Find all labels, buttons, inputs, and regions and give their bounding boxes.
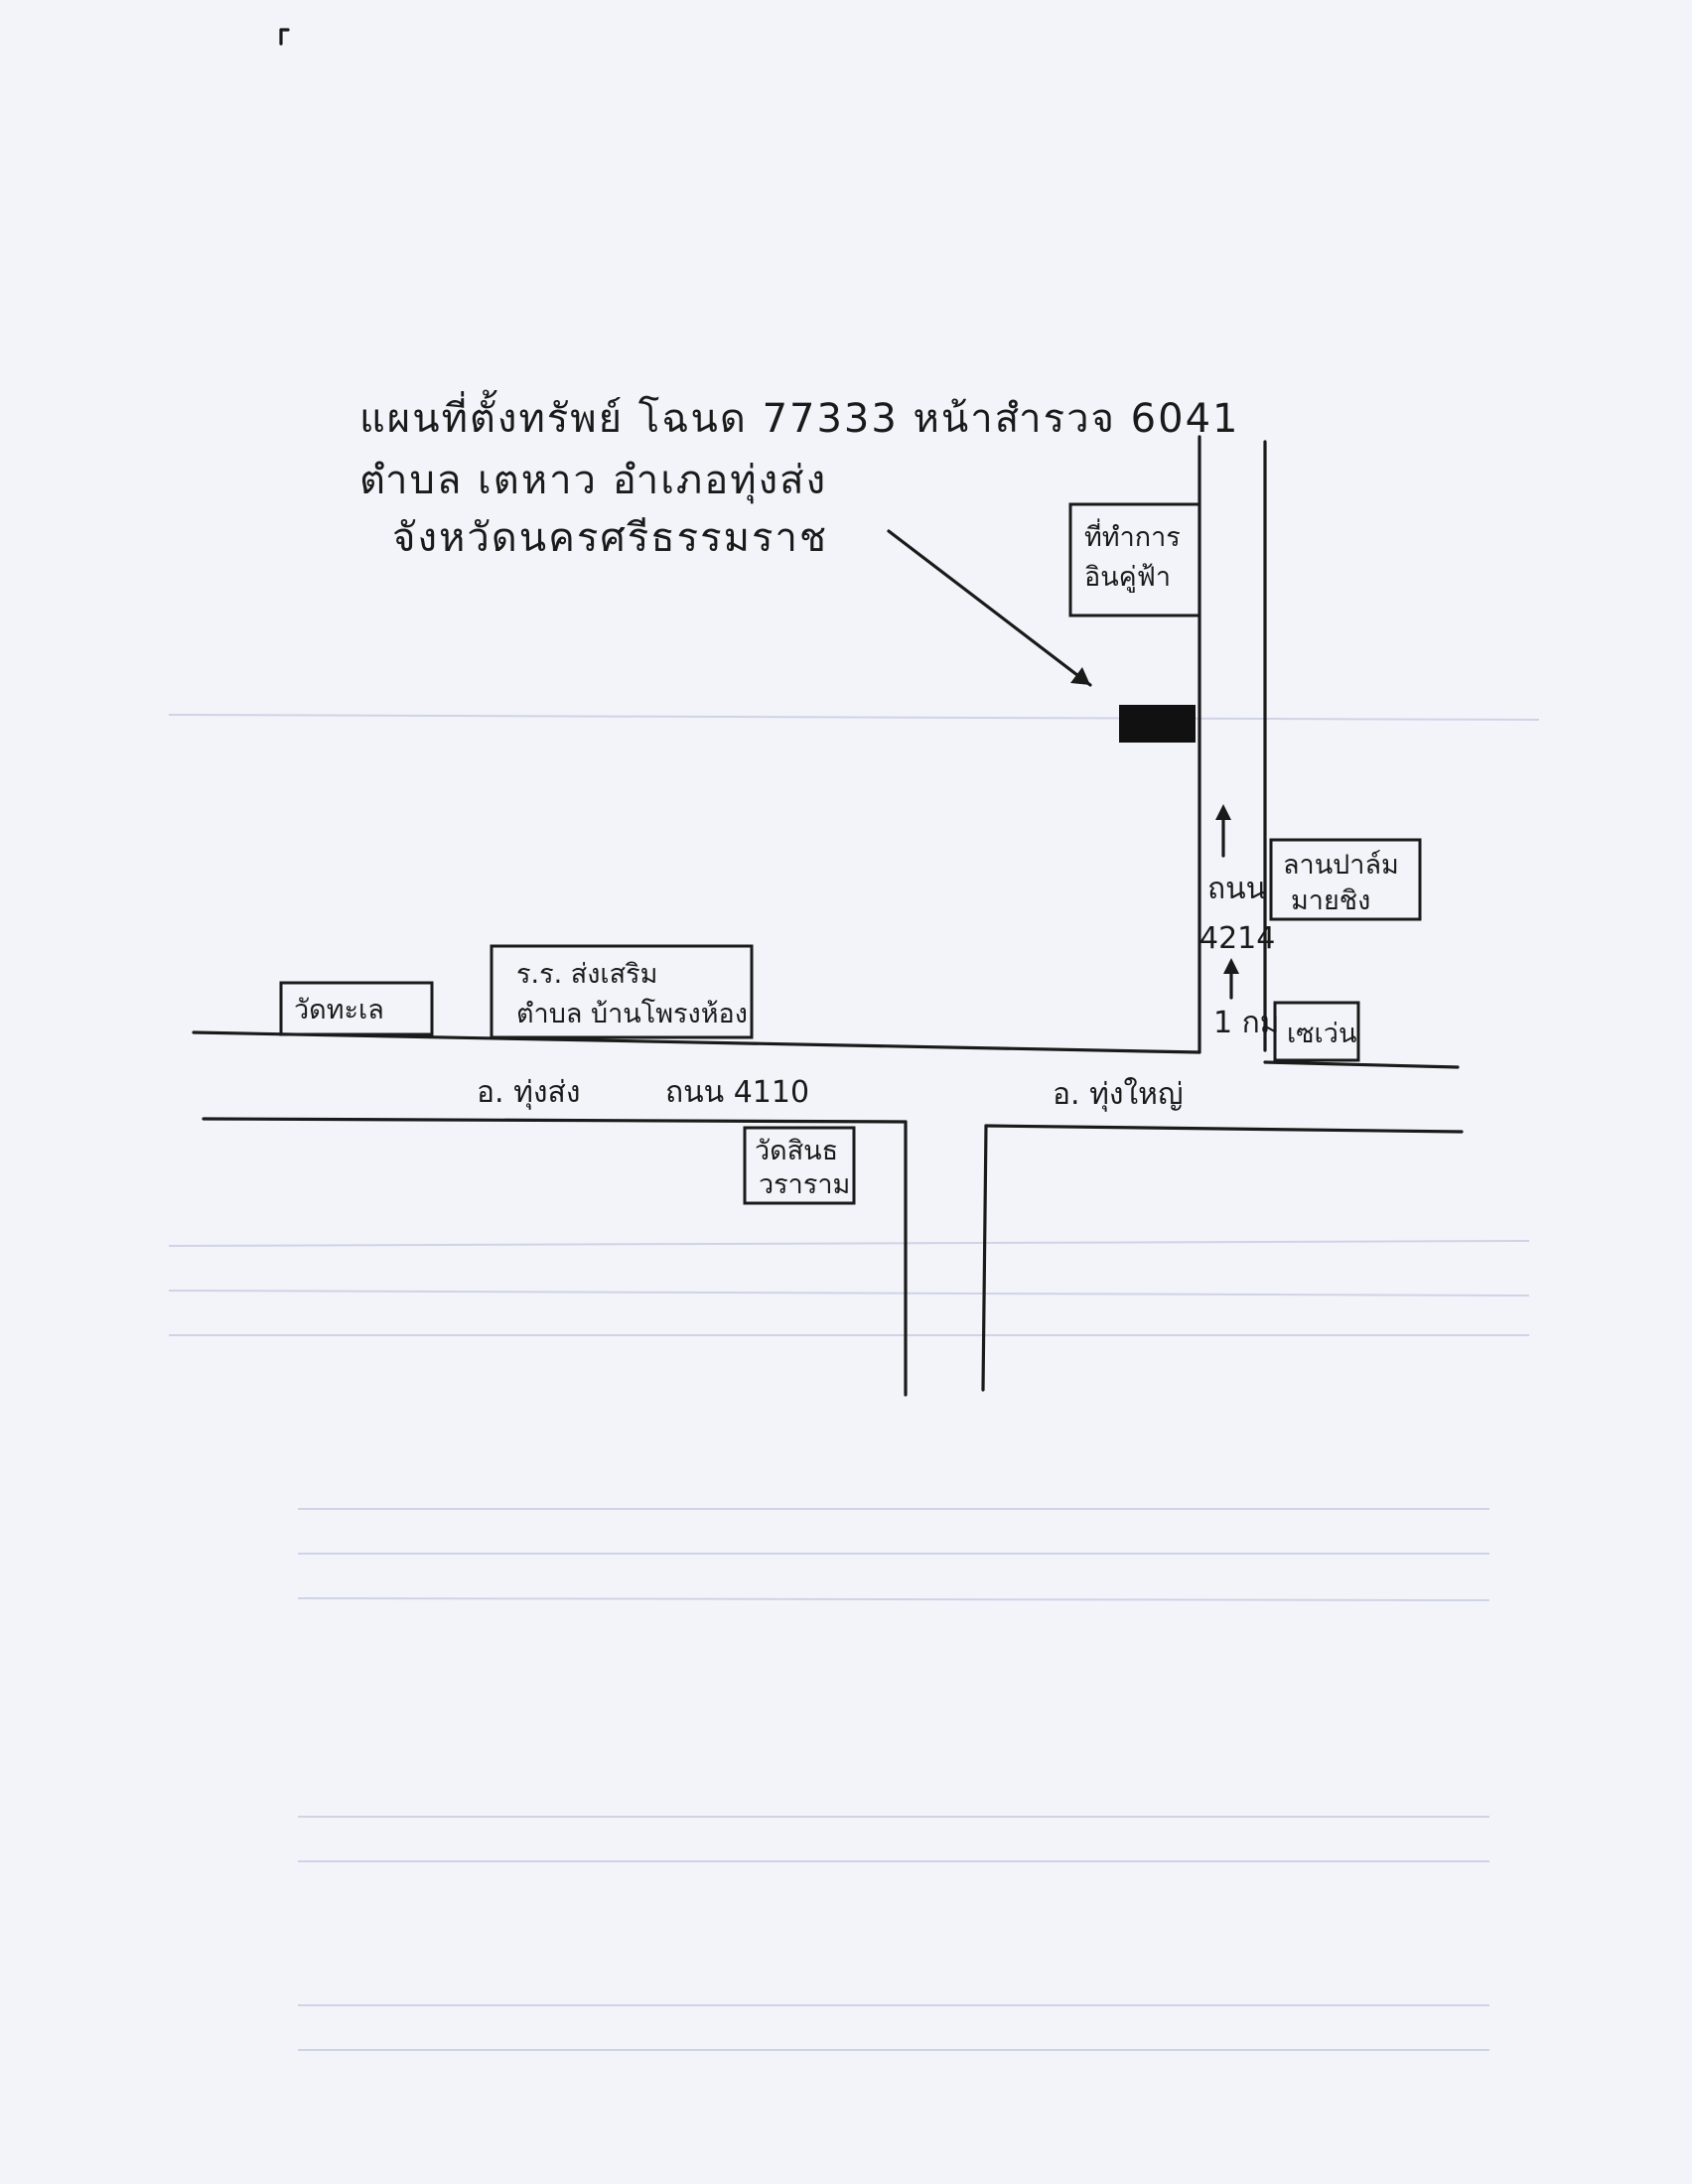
restaurant-label-line2: อินคู่ฟ้า	[1084, 562, 1171, 593]
palm-ground-box	[1269, 838, 1422, 921]
arrow-to-property-icon	[887, 529, 1092, 687]
wat-thale-label: วัดทะเล	[294, 995, 384, 1025]
seven-eleven-label: เซเว่น	[1287, 1019, 1356, 1049]
south-road-east-edge	[981, 1124, 988, 1392]
school-label-line1: ร.ร. ส่งเสริม	[516, 959, 657, 990]
map-title: แผนที่ตั้งทรัพย์ โฉนด 77333 หน้าสำรวจ 60…	[359, 389, 1239, 442]
school-label-line2: ตำบล บ้านโพรงห้อง	[516, 999, 748, 1029]
palm-ground-label-line1: ลานปาล์ม	[1283, 849, 1399, 881]
faint-background-text	[168, 714, 1540, 2051]
main-road-number: ถนน 4110	[665, 1075, 809, 1110]
road-4110-south-edge-west	[202, 1117, 908, 1124]
distance-label: 1 กม	[1213, 1006, 1280, 1040]
road-4110-south-edge-east	[984, 1124, 1464, 1134]
main-road-right-destination: อ. ทุ่งใหญ่	[1053, 1077, 1184, 1113]
restaurant-box	[1068, 502, 1201, 617]
wat-thale-box	[279, 981, 434, 1036]
restaurant-label-line1: ที่ทำการ	[1084, 518, 1181, 553]
map-subtitle-province: จังหวัดนครศรีธรรมราช	[392, 515, 828, 561]
wat-sinot-label-line2: วราราม	[759, 1169, 850, 1200]
wat-sinot-box	[743, 1126, 856, 1205]
seven-eleven-box	[1273, 1001, 1360, 1062]
scan-corner-mark	[279, 28, 290, 46]
up-arrow-icon	[1223, 958, 1239, 1000]
up-arrow-icon	[1215, 804, 1231, 858]
property-marker-icon	[1119, 705, 1196, 743]
palm-ground-label-line2: มายชิง	[1291, 886, 1370, 916]
side-road-prefix: ถนน	[1207, 872, 1266, 906]
side-road-number: 4214	[1199, 921, 1275, 956]
school-box	[490, 944, 754, 1039]
main-road-left-destination: อ. ทุ่งส่ง	[477, 1075, 580, 1111]
wat-sinot-label-line1: วัดสินธ	[755, 1136, 838, 1166]
map-subtitle-subdistrict: ตำบล เตหาว อำเภอทุ่งส่ง	[359, 458, 827, 504]
road-4110-north-edge-east	[1263, 1060, 1460, 1069]
